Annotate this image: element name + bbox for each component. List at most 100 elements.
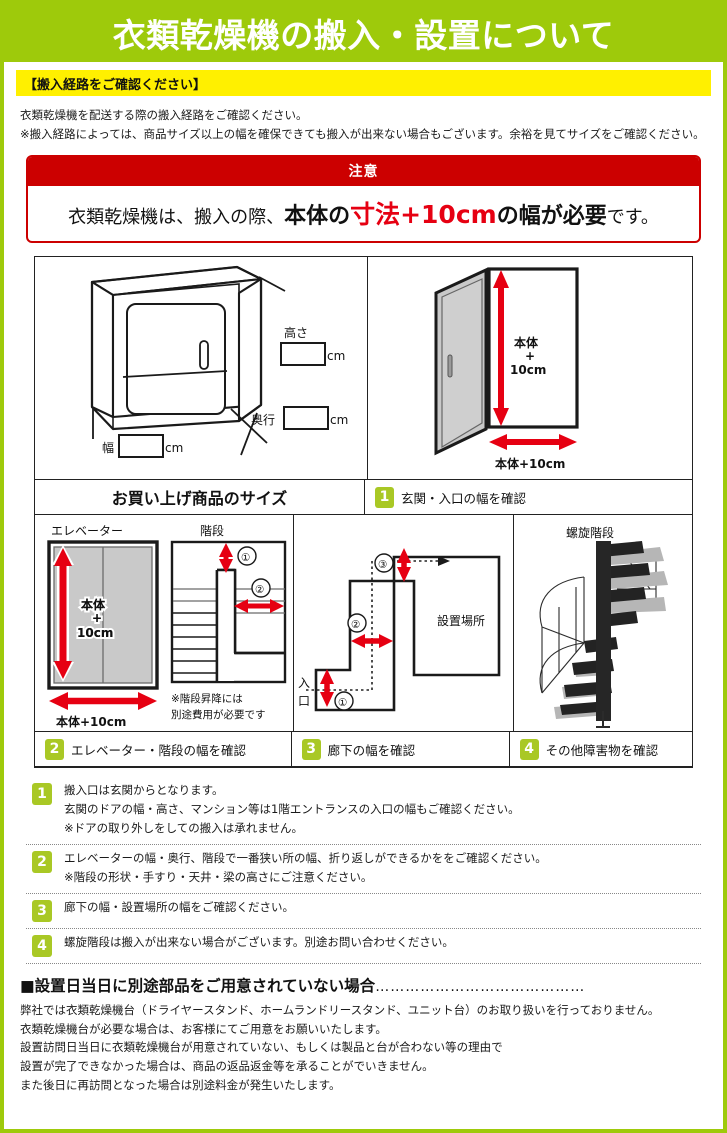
note-1-lines: 搬入口は玄関からとなります。 玄関のドアの幅・高さ、マンション等は1階エントラン… bbox=[64, 781, 520, 838]
caption-step-2-label: エレベーター・階段の幅を確認 bbox=[71, 742, 247, 758]
width-label: 幅 bbox=[102, 440, 114, 455]
caution-text-highlight: 寸法+10cm bbox=[350, 200, 497, 230]
stairs-marker-1-arrow bbox=[219, 543, 233, 574]
caution-text-part5: です。 bbox=[606, 207, 659, 229]
note-4-badge: 4 bbox=[32, 935, 52, 958]
caption-step-3: 3 廊下の幅を確認 bbox=[290, 732, 509, 767]
bottom-line-3: 設置訪問日当日に衣類乾燥機台が用意されていない、もしくは製品と台が合わない等の理… bbox=[20, 1040, 503, 1055]
caption-step-2: 2 エレベーター・階段の幅を確認 bbox=[35, 732, 291, 766]
depth-label: 奥行 bbox=[251, 413, 275, 427]
svg-text:本体: 本体 bbox=[81, 597, 106, 612]
note-1-line-1: 搬入口は玄関からとなります。 bbox=[64, 783, 224, 798]
note-2-lines: エレベーターの幅・奥行、階段で一番狭い所の幅、折り返しができるかををご確認くださ… bbox=[64, 849, 547, 887]
step-1-badge: 1 bbox=[374, 486, 394, 508]
note-2-badge: 2 bbox=[32, 851, 52, 874]
spiral-center-column bbox=[596, 541, 611, 722]
panel-corridor: 入 口 ① ② bbox=[293, 515, 513, 732]
corridor-place-label: 設置場所 bbox=[437, 613, 485, 628]
notes-list: 1 搬入口は玄関からとなります。 玄関のドアの幅・高さ、マンション等は1階エント… bbox=[26, 777, 701, 965]
stairs-marker-1: ① bbox=[241, 552, 250, 564]
intro-line-2: ※搬入経路によっては、商品サイズ以上の幅を確保できても搬入が出来ない場合もござい… bbox=[20, 126, 705, 141]
elevator-width-arrow bbox=[49, 692, 157, 711]
svg-text:10cm: 10cm bbox=[77, 626, 113, 640]
bottom-line-4: 設置が完了できなかった場合は、商品の返品返金等を承ることがでいきません。 bbox=[20, 1058, 434, 1073]
door-height-arrow bbox=[493, 270, 509, 427]
note-2-line-1: エレベーターの幅・奥行、階段で一番狭い所の幅、折り返しができるかををご確認くださ… bbox=[64, 851, 547, 866]
corridor-outline bbox=[314, 555, 501, 712]
depth-value-box[interactable] bbox=[283, 406, 329, 431]
stairs-marker-2-arrow bbox=[234, 599, 284, 614]
bottom-section: ■設置日当日に別途部品をご用意されていない場合…………………………………… 弊社… bbox=[20, 974, 709, 1094]
caution-text-part1: 衣類乾燥機は、搬入の際、 bbox=[68, 207, 285, 229]
subheading-band: 【搬入経路をご確認ください】 bbox=[16, 70, 711, 96]
caution-text-part2: 本体の bbox=[284, 204, 351, 230]
panel-product-size: 高さ cm 奥行 cm 幅 cm bbox=[35, 257, 367, 479]
corridor-marker-1-arrow bbox=[320, 669, 334, 708]
elevator-stairs-illustration: エレベーター 本体 bbox=[47, 523, 287, 729]
bottom-paragraph: 弊社では衣類乾燥機台（ドライヤースタンド、ホームランドリースタンド、ユニット台）… bbox=[20, 1001, 709, 1094]
elevator-height-arrow bbox=[52, 545, 74, 683]
caution-body: 衣類乾燥機は、搬入の際、本体の寸法+10cmの幅が必要です。 bbox=[28, 186, 699, 241]
bottom-heading: ■設置日当日に別途部品をご用意されていない場合…………………………………… bbox=[20, 974, 709, 996]
step-3-badge: 3 bbox=[301, 738, 321, 760]
bottom-heading-text: ■設置日当日に別途部品をご用意されていない場合 bbox=[20, 977, 376, 996]
elevator-width-label: 本体+10cm bbox=[56, 714, 126, 729]
corridor-entrance-label-1: 入 bbox=[298, 676, 310, 690]
corridor-marker-3: ③ bbox=[378, 559, 387, 571]
height-value-box[interactable] bbox=[280, 342, 326, 367]
stairs-title: 階段 bbox=[200, 523, 224, 538]
caption-row-2: 2 エレベーター・階段の幅を確認 3 廊下の幅を確認 4 その他障害物を確認 bbox=[35, 731, 692, 768]
caution-title: 注意 bbox=[28, 157, 699, 187]
width-value-box[interactable] bbox=[118, 434, 164, 459]
door-vertical-label-2: + bbox=[525, 349, 535, 363]
spiral-handrail bbox=[539, 576, 585, 694]
door-illustration: 本体 + 10cm 本体+10cm bbox=[434, 267, 579, 471]
note-3-badge: 3 bbox=[32, 900, 52, 923]
dryer-illustration: 高さ cm 奥行 cm 幅 cm bbox=[90, 266, 348, 459]
note-4-line-1: 螺旋階段は搬入が出来ない場合がございます。別途お問い合わせください。 bbox=[64, 935, 454, 950]
panel-spiral-stairs: 螺旋階段 bbox=[513, 515, 698, 732]
elevator-title: エレベーター bbox=[51, 524, 123, 538]
route-arrow-head bbox=[438, 556, 450, 567]
corridor-marker-2-arrow bbox=[351, 634, 393, 649]
corridor-marker-1: ① bbox=[338, 697, 347, 709]
corridor-marker-2: ② bbox=[351, 619, 360, 631]
door-width-label: 本体+10cm bbox=[495, 456, 565, 471]
svg-text:+: + bbox=[92, 611, 102, 625]
caption-step-1-label: 玄関・入口の幅を確認 bbox=[400, 490, 526, 506]
note-3-lines: 廊下の幅・設置場所の幅をご確認ください。 bbox=[64, 898, 294, 922]
diagram-grid: 高さ cm 奥行 cm 幅 cm bbox=[34, 256, 693, 769]
caption-step-1: 1 玄関・入口の幅を確認 bbox=[363, 480, 692, 515]
diagram-row-2: エレベーター 本体 bbox=[35, 514, 692, 732]
note-1-line-3: ※ドアの取り外しをしての搬入は承れません。 bbox=[64, 821, 303, 836]
corridor-illustration: 入 口 ① ② bbox=[298, 548, 501, 712]
bottom-line-5: また後日に再訪問となった場合は別途料金が発生いたします。 bbox=[20, 1077, 341, 1092]
caption-product-size: お買い上げ商品のサイズ bbox=[35, 480, 364, 514]
svg-text:本体: 本体 bbox=[81, 597, 106, 612]
intro-line-1: 衣類乾燥機を配送する際の搬入経路をご確認ください。 bbox=[20, 108, 308, 122]
height-unit: cm bbox=[327, 349, 345, 363]
note-item: 3 廊下の幅・設置場所の幅をご確認ください。 bbox=[26, 894, 701, 930]
door-width-arrow bbox=[489, 434, 577, 451]
panel-elevator-stairs: エレベーター 本体 bbox=[35, 515, 293, 731]
caution-box: 注意 衣類乾燥機は、搬入の際、本体の寸法+10cmの幅が必要です。 bbox=[26, 155, 701, 244]
bottom-heading-dots: …………………………………… bbox=[375, 979, 586, 996]
door-vertical-label-3: 10cm bbox=[510, 363, 546, 377]
note-item: 4 螺旋階段は搬入が出来ない場合がございます。別途お問い合わせください。 bbox=[26, 929, 701, 965]
height-label: 高さ bbox=[284, 325, 308, 340]
caption-step-3-label: 廊下の幅を確認 bbox=[327, 742, 416, 758]
subheading-text: 【搬入経路をご確認ください】 bbox=[24, 77, 207, 93]
bottom-line-1: 弊社では衣類乾燥機台（ドライヤースタンド、ホームランドリースタンド、ユニット台）… bbox=[20, 1003, 660, 1018]
note-4-lines: 螺旋階段は搬入が出来ない場合がございます。別途お問い合わせください。 bbox=[64, 933, 454, 957]
diagram-row-1: 高さ cm 奥行 cm 幅 cm bbox=[35, 257, 692, 480]
caption-step-4-label: その他障害物を確認 bbox=[545, 742, 659, 758]
door-vertical-label-1: 本体 bbox=[514, 335, 539, 350]
note-2-line-2: ※階段の形状・手すり・天井・梁の高さにご注意ください。 bbox=[64, 870, 373, 885]
caption-step-4: 4 その他障害物を確認 bbox=[508, 732, 692, 767]
corridor-entrance-label-2: 口 bbox=[298, 694, 310, 708]
note-1-line-2: 玄関のドアの幅・高さ、マンション等は1階エントランスの入口の幅もご確認ください。 bbox=[64, 802, 520, 817]
step-2-badge: 2 bbox=[45, 738, 64, 760]
corridor-marker-3-arrow bbox=[397, 548, 411, 583]
door-handle-icon bbox=[447, 354, 453, 378]
